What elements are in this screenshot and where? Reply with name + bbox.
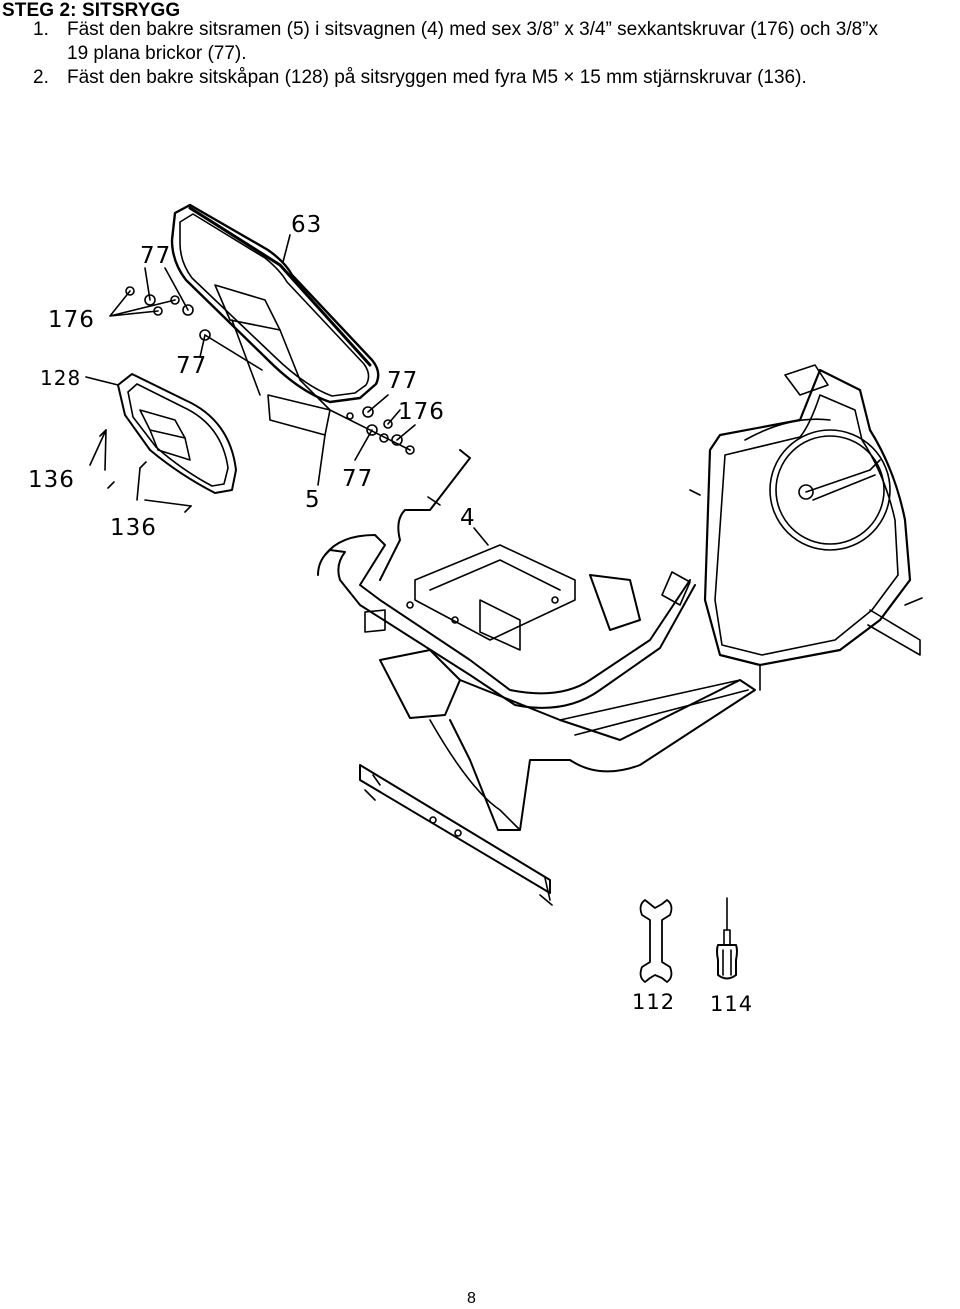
step-1: 1. Fäst den bakre sitsramen (5) i sitsva… (33, 18, 878, 42)
screwdriver-icon (716, 897, 738, 980)
flywheel-housing-part (689, 364, 923, 691)
leader-4 (473, 527, 489, 546)
step-2: 2. Fäst den bakre sitskåpan (128) på sit… (33, 66, 807, 90)
step-1-number: 1. (33, 19, 49, 40)
label-part-128: 128 (40, 366, 82, 390)
label-part-136-b: 136 (110, 515, 157, 541)
leader-128 (85, 376, 119, 386)
label-part-77-d: 77 (342, 466, 374, 492)
label-part-5: 5 (305, 487, 321, 513)
label-part-77-a: 77 (140, 243, 172, 269)
page-heading: STEG 2: SITSRYGG (2, 0, 181, 21)
step-1-continued: 19 plana brickor (77). (67, 42, 247, 66)
label-part-114: 114 (710, 992, 754, 1016)
label-part-176-b: 176 (398, 399, 445, 425)
main-frame-part (359, 649, 756, 906)
fasteners-lower (329, 394, 416, 461)
wrench-icon (639, 899, 673, 983)
rear-seat-cover-part (117, 373, 237, 494)
screws-136 (89, 429, 192, 513)
page-number: 8 (467, 1290, 476, 1307)
label-part-136-a: 136 (28, 467, 75, 493)
step-2-number: 2. (33, 67, 49, 88)
step-2-text: Fäst den bakre sitskåpan (128) på sitsry… (67, 67, 807, 88)
leader-5 (317, 434, 326, 486)
step-1-text-line2: 19 plana brickor (77). (67, 43, 247, 64)
label-part-4: 4 (460, 505, 476, 531)
label-part-77-b: 77 (176, 353, 208, 379)
fasteners-upper (109, 267, 263, 371)
leader-63 (282, 234, 291, 263)
label-part-63: 63 (291, 212, 323, 238)
label-part-176-a: 176 (48, 307, 95, 333)
step-1-text-line1: Fäst den bakre sitsramen (5) i sitsvagne… (67, 19, 878, 40)
label-part-77-c: 77 (387, 368, 419, 394)
seat-back-part (170, 203, 380, 436)
label-part-112: 112 (632, 990, 676, 1014)
seat-carriage-part (317, 449, 696, 709)
